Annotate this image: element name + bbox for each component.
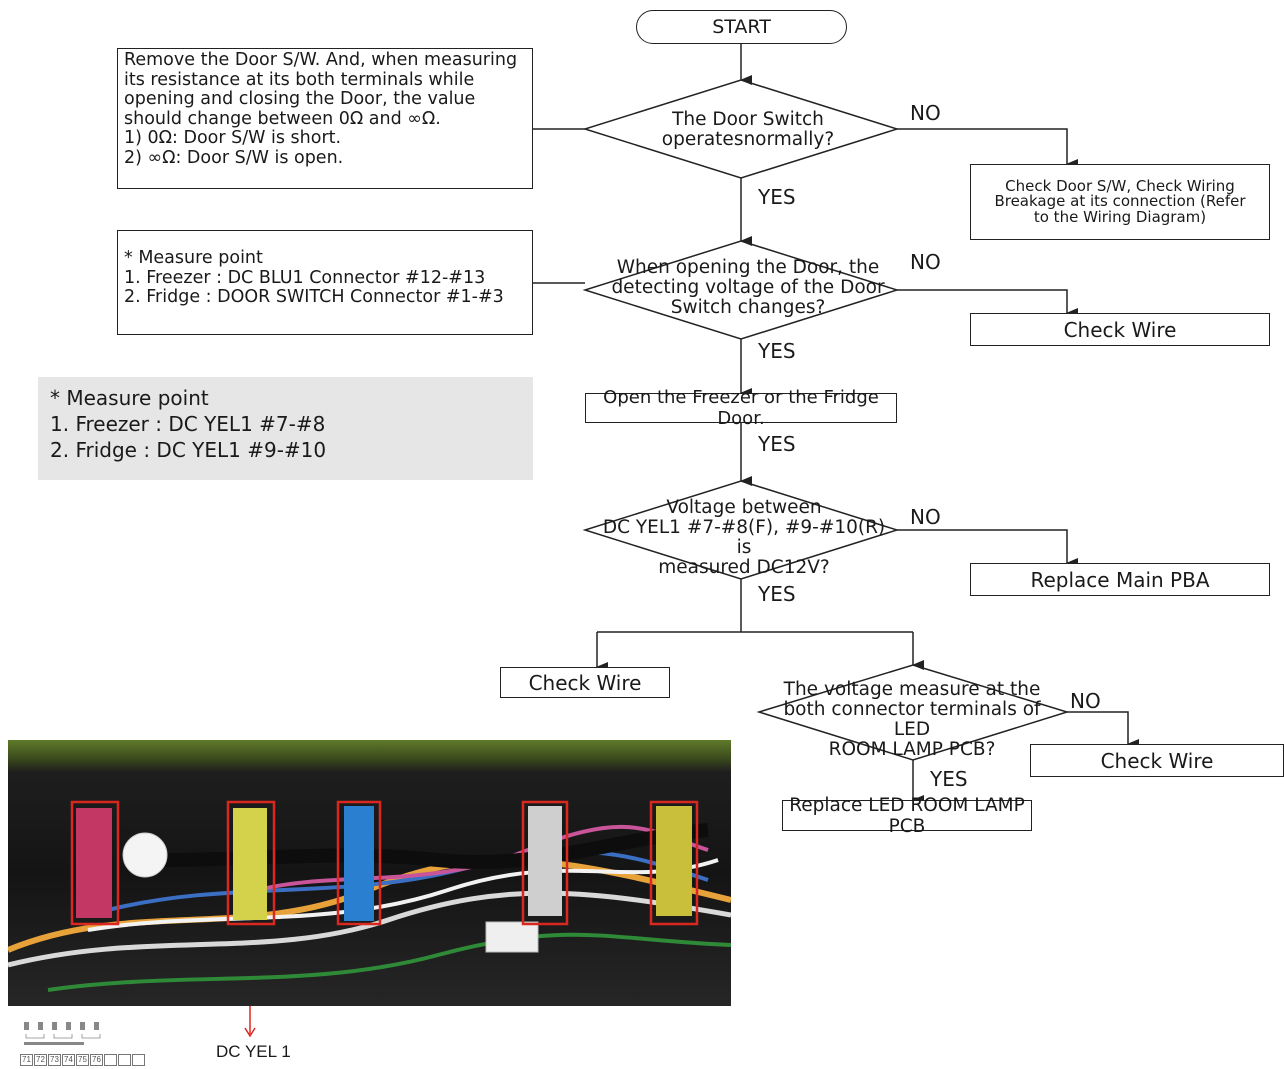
- pin-cell: 75: [76, 1054, 89, 1066]
- note-measure-point-2: * Measure point 1. Freezer : DC YEL1 #7-…: [38, 377, 533, 480]
- no-label-1: NO: [910, 101, 941, 125]
- decision-1-text: The Door Switch operatesnormally?: [661, 109, 835, 150]
- yes-label-3: YES: [758, 432, 796, 456]
- decision-4-text: The voltage measure at the both connecto…: [783, 679, 1041, 760]
- highlight-box-5: [649, 800, 699, 926]
- decision-3-text: Voltage between DC YEL1 #7-#8(F), #9-#10…: [602, 497, 886, 578]
- process-replace-main-pba: Replace Main PBA: [970, 563, 1270, 596]
- pin-cell-empty: [132, 1054, 145, 1066]
- process-check-door-switch: Check Door S/W, Check Wiring Breakage at…: [970, 164, 1270, 240]
- process-replace-led-pcb: Replace LED ROOM LAMP PCB: [782, 795, 1032, 837]
- pin-cell-empty: [118, 1054, 131, 1066]
- pin-cell: 73: [48, 1054, 61, 1066]
- pin-cell-empty: [104, 1054, 117, 1066]
- yes-label-4: YES: [758, 582, 796, 606]
- start-terminal: START: [636, 10, 847, 44]
- highlight-box-3: [336, 800, 382, 926]
- highlight-box-2: [226, 800, 276, 926]
- yes-label-1: YES: [758, 185, 796, 209]
- note-measure-point-1: * Measure point 1. Freezer : DC BLU1 Con…: [117, 230, 533, 335]
- yes-label-5: YES: [930, 767, 968, 791]
- pin-diagram: 71 72 73 74 75 76: [20, 1054, 146, 1066]
- pin-cell: 76: [90, 1054, 103, 1066]
- yes-label-2: YES: [758, 339, 796, 363]
- note-door-switch: Remove the Door S/W. And, when measuring…: [117, 48, 533, 189]
- photo-caption: DC YEL 1: [216, 1042, 291, 1061]
- wiring-photo: [8, 740, 731, 1006]
- pin-cell: 71: [20, 1054, 33, 1066]
- pin-diagram-labels: [24, 1022, 101, 1045]
- no-label-3: NO: [910, 505, 941, 529]
- decision-2-text: When opening the Door, the detecting vol…: [611, 257, 885, 318]
- process-check-wire-1: Check Wire: [970, 313, 1270, 346]
- process-check-wire-3: Check Wire: [1030, 744, 1284, 777]
- process-open-door: Open the Freezer or the Fridge Door.: [585, 387, 897, 429]
- no-label-2: NO: [910, 250, 941, 274]
- wiring-photo-image: [8, 740, 731, 1006]
- process-check-wire-2: Check Wire: [500, 667, 670, 698]
- no-label-4: NO: [1070, 689, 1101, 713]
- highlight-box-4: [521, 800, 569, 926]
- pin-cell: 72: [34, 1054, 47, 1066]
- highlight-box-1: [70, 800, 120, 926]
- pin-cell: 74: [62, 1054, 75, 1066]
